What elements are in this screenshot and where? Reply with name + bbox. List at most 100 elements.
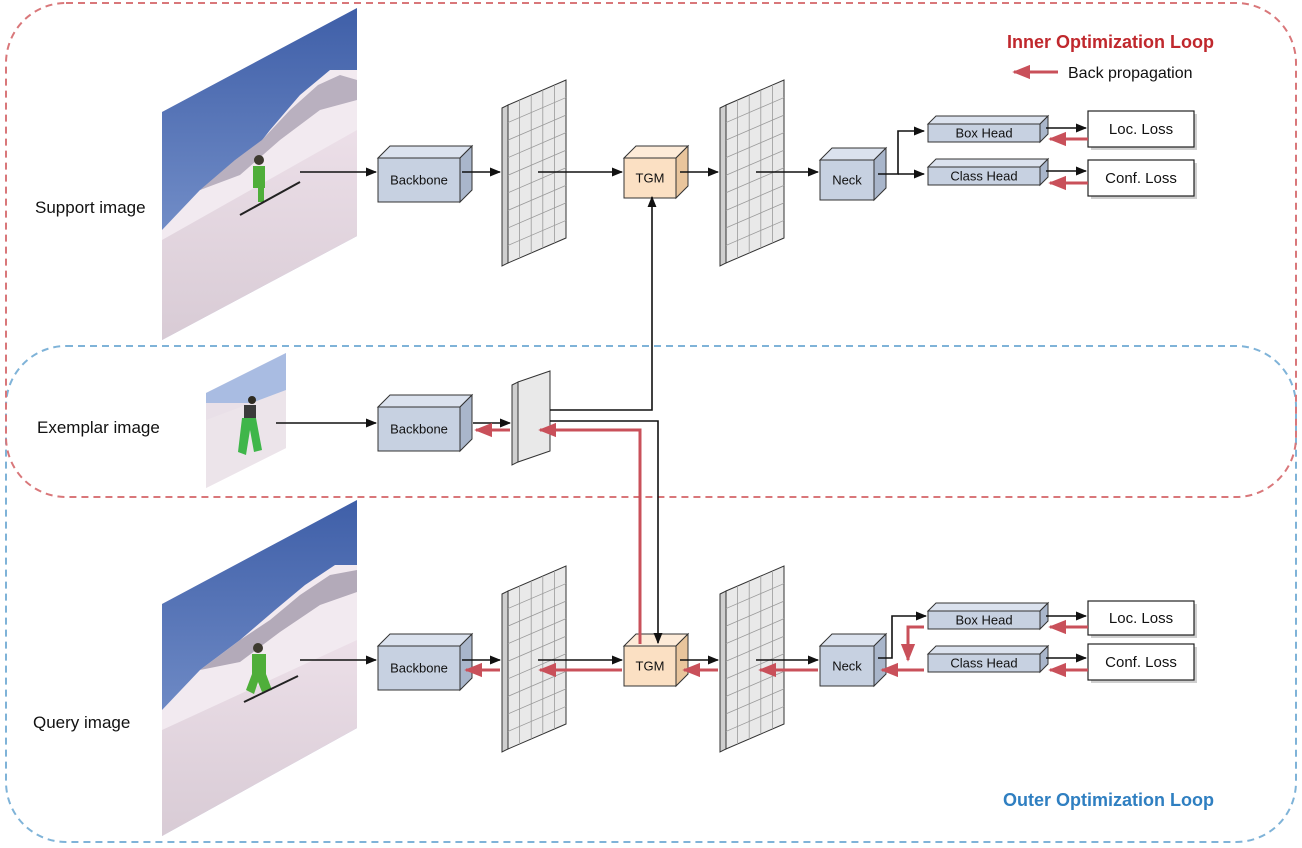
feature-map-query-2 <box>719 565 785 753</box>
tgm-support-label: TGM <box>636 171 665 186</box>
neck-query-label: Neck <box>832 659 862 674</box>
feature-map-support-2 <box>719 79 785 267</box>
class-head-support-top <box>926 158 1050 168</box>
feature-map-support-2-grid-row <box>725 220 785 246</box>
tgm-query-label: TGM <box>636 659 665 674</box>
backbone-support-top <box>376 145 474 159</box>
loc-loss-support: Loc. Loss <box>1087 110 1197 150</box>
feature-map-support-1-grid-row <box>507 202 567 229</box>
feature-map-exemplar-edge <box>511 381 519 466</box>
neck-support-label: Neck <box>832 173 862 188</box>
feature-map-query-1-grid-row <box>507 688 567 715</box>
feature-map-query-1 <box>501 565 567 753</box>
outer-loop-title: Outer Optimization Loop <box>1003 790 1214 810</box>
neck-query: Neck <box>818 632 888 688</box>
feature-map-query-2-grid-row <box>725 688 785 715</box>
feature-map-support-2-grid-row <box>725 184 785 211</box>
feature-map-query-2-grid-row <box>725 653 785 680</box>
feature-map-query-1-grid-row <box>507 653 567 680</box>
arrow-qneck-to-boxhead <box>878 611 928 659</box>
feature-map-query-2-grid-row <box>725 706 785 732</box>
neck-query-front <box>819 645 875 687</box>
class-head-support-front <box>927 166 1041 186</box>
feature-map-query-2-grid-row <box>725 583 785 609</box>
feature-map-support-1-grid-row <box>507 149 567 176</box>
tgm-query-front <box>623 645 677 687</box>
box-head-query-front <box>927 610 1041 630</box>
feature-map-query-1-grid-row <box>507 635 567 662</box>
conf-loss-query: Conf. Loss <box>1087 643 1197 683</box>
feature-map-exemplar-face <box>517 370 551 463</box>
feature-map-query-2-grid-row <box>725 600 785 627</box>
feature-map-support-2-grid-row <box>725 149 785 176</box>
feature-map-support-1-grid-row <box>507 114 567 141</box>
feature-map-support-2-grid-row <box>725 202 785 229</box>
class-head-query-label: Class Head <box>950 656 1017 671</box>
feature-map-support-2-edge <box>719 104 727 267</box>
loc-loss-query: Loc. Loss <box>1087 600 1197 638</box>
neck-support: Neck <box>818 146 888 202</box>
conf-loss-query-label: Conf. Loss <box>1105 654 1177 671</box>
bp-tgm-to-exemplar <box>538 422 642 644</box>
support-image <box>162 8 357 340</box>
feature-map-support-1-edge <box>501 104 509 267</box>
neck-support-front <box>819 159 875 201</box>
loc-loss-query-frame <box>1087 600 1195 636</box>
inner-loop-boundary <box>5 2 1297 498</box>
tgm-support-front <box>623 157 677 199</box>
feature-map-support-1-grid-row <box>507 132 567 159</box>
box-head-support-front <box>927 123 1041 143</box>
backbone-exemplar-top <box>376 394 474 408</box>
loc-loss-support-frame <box>1087 110 1195 148</box>
arrow-exemplar-to-support-tgm <box>550 195 657 411</box>
backprop-arrows <box>464 131 1088 678</box>
exemplar-image-label: Exemplar image <box>37 418 160 437</box>
backbone-exemplar-front <box>377 406 461 452</box>
loc-loss-query-label: Loc. Loss <box>1109 610 1173 627</box>
backbone-exemplar-label: Backbone <box>390 422 448 437</box>
feature-map-query-2-grid-row <box>725 635 785 662</box>
exemplar-image <box>206 353 286 488</box>
box-head-support-top <box>926 115 1050 125</box>
forward-arrows <box>276 123 1088 665</box>
box-head-support-label: Box Head <box>955 126 1012 141</box>
box-head-support: Box Head <box>926 114 1050 144</box>
backbone-query-front <box>377 645 461 691</box>
class-head-support: Class Head <box>926 157 1050 187</box>
backbone-support-label: Backbone <box>390 173 448 188</box>
tgm-support: TGM <box>622 144 690 200</box>
conf-loss-support: Conf. Loss <box>1087 159 1197 199</box>
arrow-neck-to-heads <box>878 126 926 175</box>
query-image-label: Query image <box>33 713 130 732</box>
query-image <box>162 500 357 836</box>
feature-map-support-1-grid-row <box>507 220 567 246</box>
box-head-query: Box Head <box>926 601 1050 631</box>
class-head-query: Class Head <box>926 644 1050 674</box>
inner-loop-title: Inner Optimization Loop <box>1007 32 1214 52</box>
feature-map-query-1-grid-row <box>507 706 567 732</box>
feature-map-exemplar <box>511 370 551 466</box>
box-head-query-top <box>926 602 1050 612</box>
box-head-query-label: Box Head <box>955 613 1012 628</box>
feature-map-query-1-grid-row <box>507 583 567 609</box>
feature-map-query-1-edge <box>501 590 509 753</box>
feature-map-support-1-grid-row <box>507 97 567 123</box>
class-head-support-label: Class Head <box>950 169 1017 184</box>
feature-map-query-2-grid-row <box>725 618 785 645</box>
feature-map-query-2-edge <box>719 590 727 753</box>
outer-loop-boundary <box>5 345 1297 843</box>
legend: Back propagation <box>1012 64 1193 82</box>
feature-map-query-1-grid-row <box>507 670 567 697</box>
legend-label: Back propagation <box>1068 65 1193 82</box>
feature-map-support-2-grid-row <box>725 132 785 159</box>
feature-map-query-1-grid-row <box>507 600 567 627</box>
conf-loss-support-frame <box>1087 159 1195 197</box>
feature-map-query-1-grid-row <box>507 618 567 645</box>
feature-map-support-1-grid-row <box>507 184 567 211</box>
support-image-label: Support image <box>35 198 146 217</box>
tgm-query: TGM <box>622 632 690 688</box>
backbone-query: Backbone <box>376 632 474 692</box>
loc-loss-support-label: Loc. Loss <box>1109 121 1173 138</box>
bp-boxhead-to-neck <box>900 625 924 662</box>
